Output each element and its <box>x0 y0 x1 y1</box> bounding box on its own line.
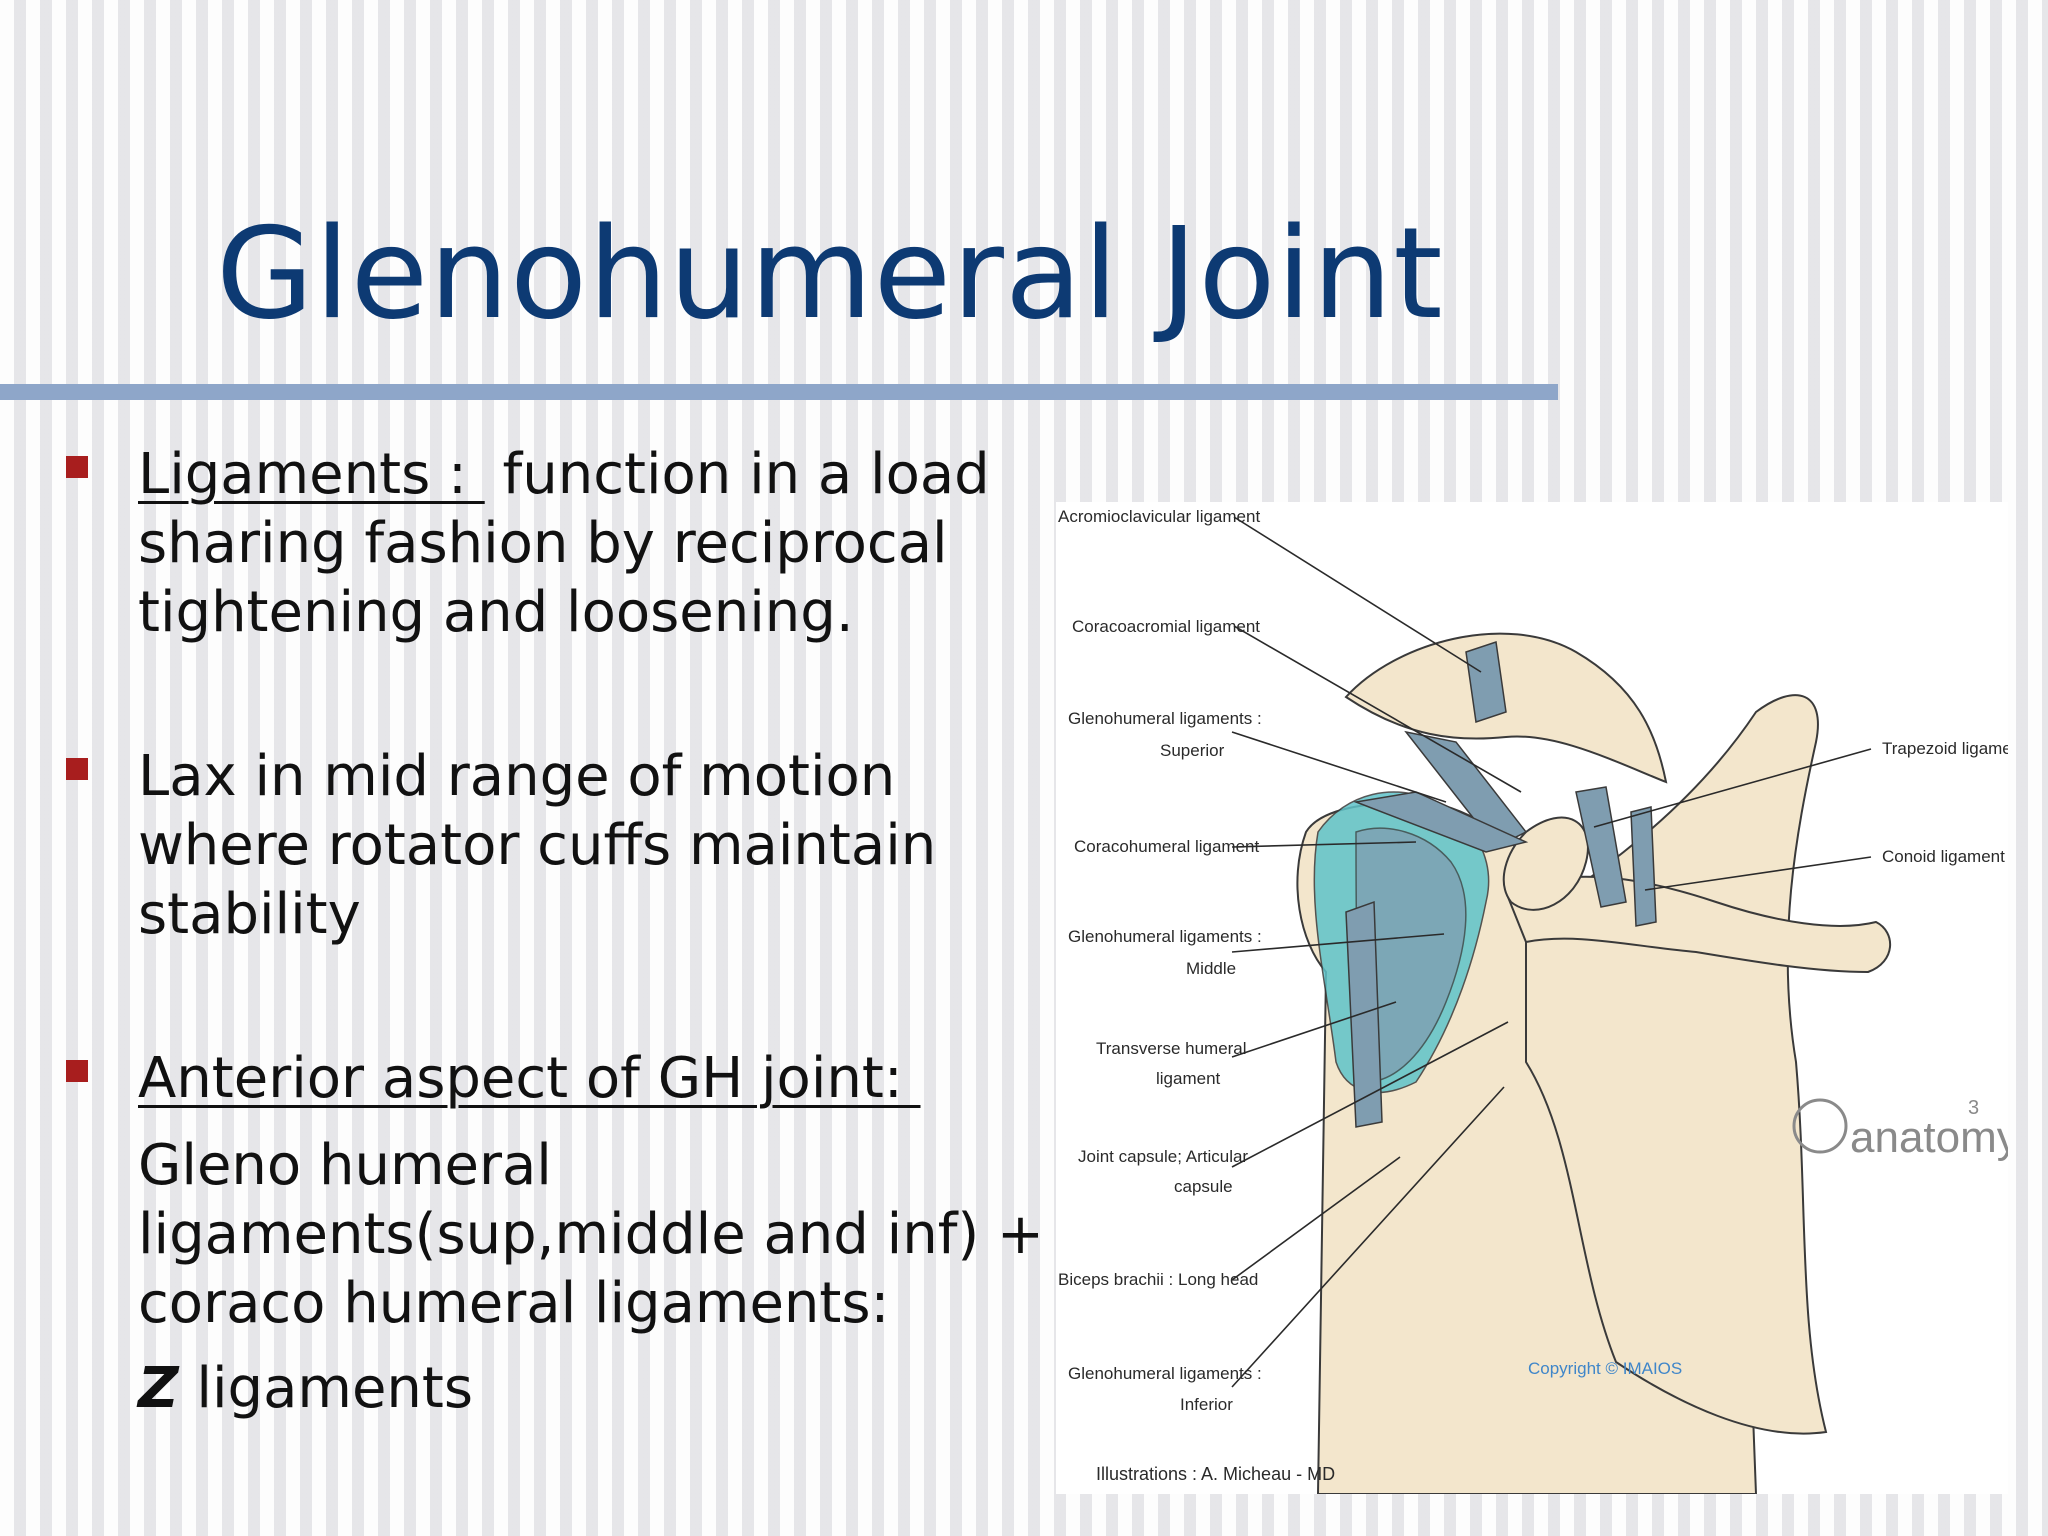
bullet-list: Ligaments : function in a load sharing f… <box>62 440 1072 1423</box>
z-ligaments-text: ligaments <box>178 1356 474 1421</box>
acromioclavicular-ligament <box>1465 641 1507 723</box>
coracoacromial-ligament <box>1404 730 1528 848</box>
shoulder-anatomy-illustration: Acromioclavicular ligament Coracoacromia… <box>1058 507 2008 1494</box>
copyright-text: Copyright © IMAIOS <box>1528 1359 1682 1378</box>
label-gh-middle-2: Middle <box>1186 959 1236 978</box>
biceps-tendon <box>1345 900 1383 1128</box>
z-ligaments-line: Z ligaments <box>138 1354 1072 1423</box>
coracohumeral-ligament <box>1353 791 1529 853</box>
left-label-group: Acromioclavicular ligament Coracoacromia… <box>1058 507 1262 1414</box>
label-joint-capsule-2: capsule <box>1174 1177 1233 1196</box>
anatomy-logo: anatomy 3 <box>1792 1097 2008 1162</box>
bullet-lead-anterior: Anterior aspect of GH joint: <box>138 1046 921 1111</box>
logo-e-icon <box>1792 1098 1848 1154</box>
bullet-subtext-anterior: Gleno humeral ligaments(sup,middle and i… <box>138 1133 1044 1336</box>
bullet-text-lax: Lax in mid range of motion where rotator… <box>138 744 937 947</box>
bullet-marker <box>66 1060 88 1082</box>
bullet-ligaments: Ligaments : function in a load sharing f… <box>62 440 1072 647</box>
bullet-anterior-aspect: Anterior aspect of GH joint: Gleno humer… <box>62 1044 1072 1423</box>
coracoid-bone <box>1502 816 1589 911</box>
label-transverse-1: Transverse humeral <box>1096 1039 1247 1058</box>
label-gh-superior-1: Glenohumeral ligaments : <box>1068 709 1262 728</box>
label-acromioclavicular: Acromioclavicular ligament <box>1058 507 1260 526</box>
bullet-lead-ligaments: Ligaments : <box>138 442 485 507</box>
label-leader-lines <box>1231 516 1872 1388</box>
z-letter: Z <box>138 1356 179 1421</box>
label-gh-inferior-2: Inferior <box>1180 1395 1233 1414</box>
bullet-text-ligaments: function in a load sharing fashion by re… <box>138 442 990 645</box>
logo-text: anatomy <box>1850 1113 2008 1162</box>
illustration-credit: Illustrations : A. Micheau - MD <box>1096 1464 1335 1484</box>
label-gh-middle-1: Glenohumeral ligaments : <box>1068 927 1262 946</box>
label-coracohumeral: Coracohumeral ligament <box>1074 837 1259 856</box>
trapezoid-ligament <box>1575 786 1627 908</box>
logo-superscript: 3 <box>1968 1097 1979 1119</box>
label-transverse-2: ligament <box>1156 1069 1221 1088</box>
label-coracoacromial: Coracoacromial ligament <box>1072 617 1260 636</box>
label-trapezoid: Trapezoid ligament <box>1882 739 2008 758</box>
shoulder-anatomy-figure: Acromioclavicular ligament Coracoacromia… <box>1056 502 2008 1494</box>
bullet-marker <box>66 456 88 478</box>
label-joint-capsule-1: Joint capsule; Articular <box>1078 1147 1248 1166</box>
bullet-lax-midrange: Lax in mid range of motion where rotator… <box>62 742 1072 949</box>
bullet-marker <box>66 758 88 780</box>
conoid-ligament <box>1630 806 1657 927</box>
title-divider <box>0 384 1558 400</box>
label-gh-superior-2: Superior <box>1160 741 1225 760</box>
label-conoid: Conoid ligament <box>1882 847 2005 866</box>
slide-title: Glenohumeral Joint <box>216 200 1444 347</box>
label-gh-inferior-1: Glenohumeral ligaments : <box>1068 1364 1262 1383</box>
label-biceps: Biceps brachii : Long head <box>1058 1270 1258 1289</box>
